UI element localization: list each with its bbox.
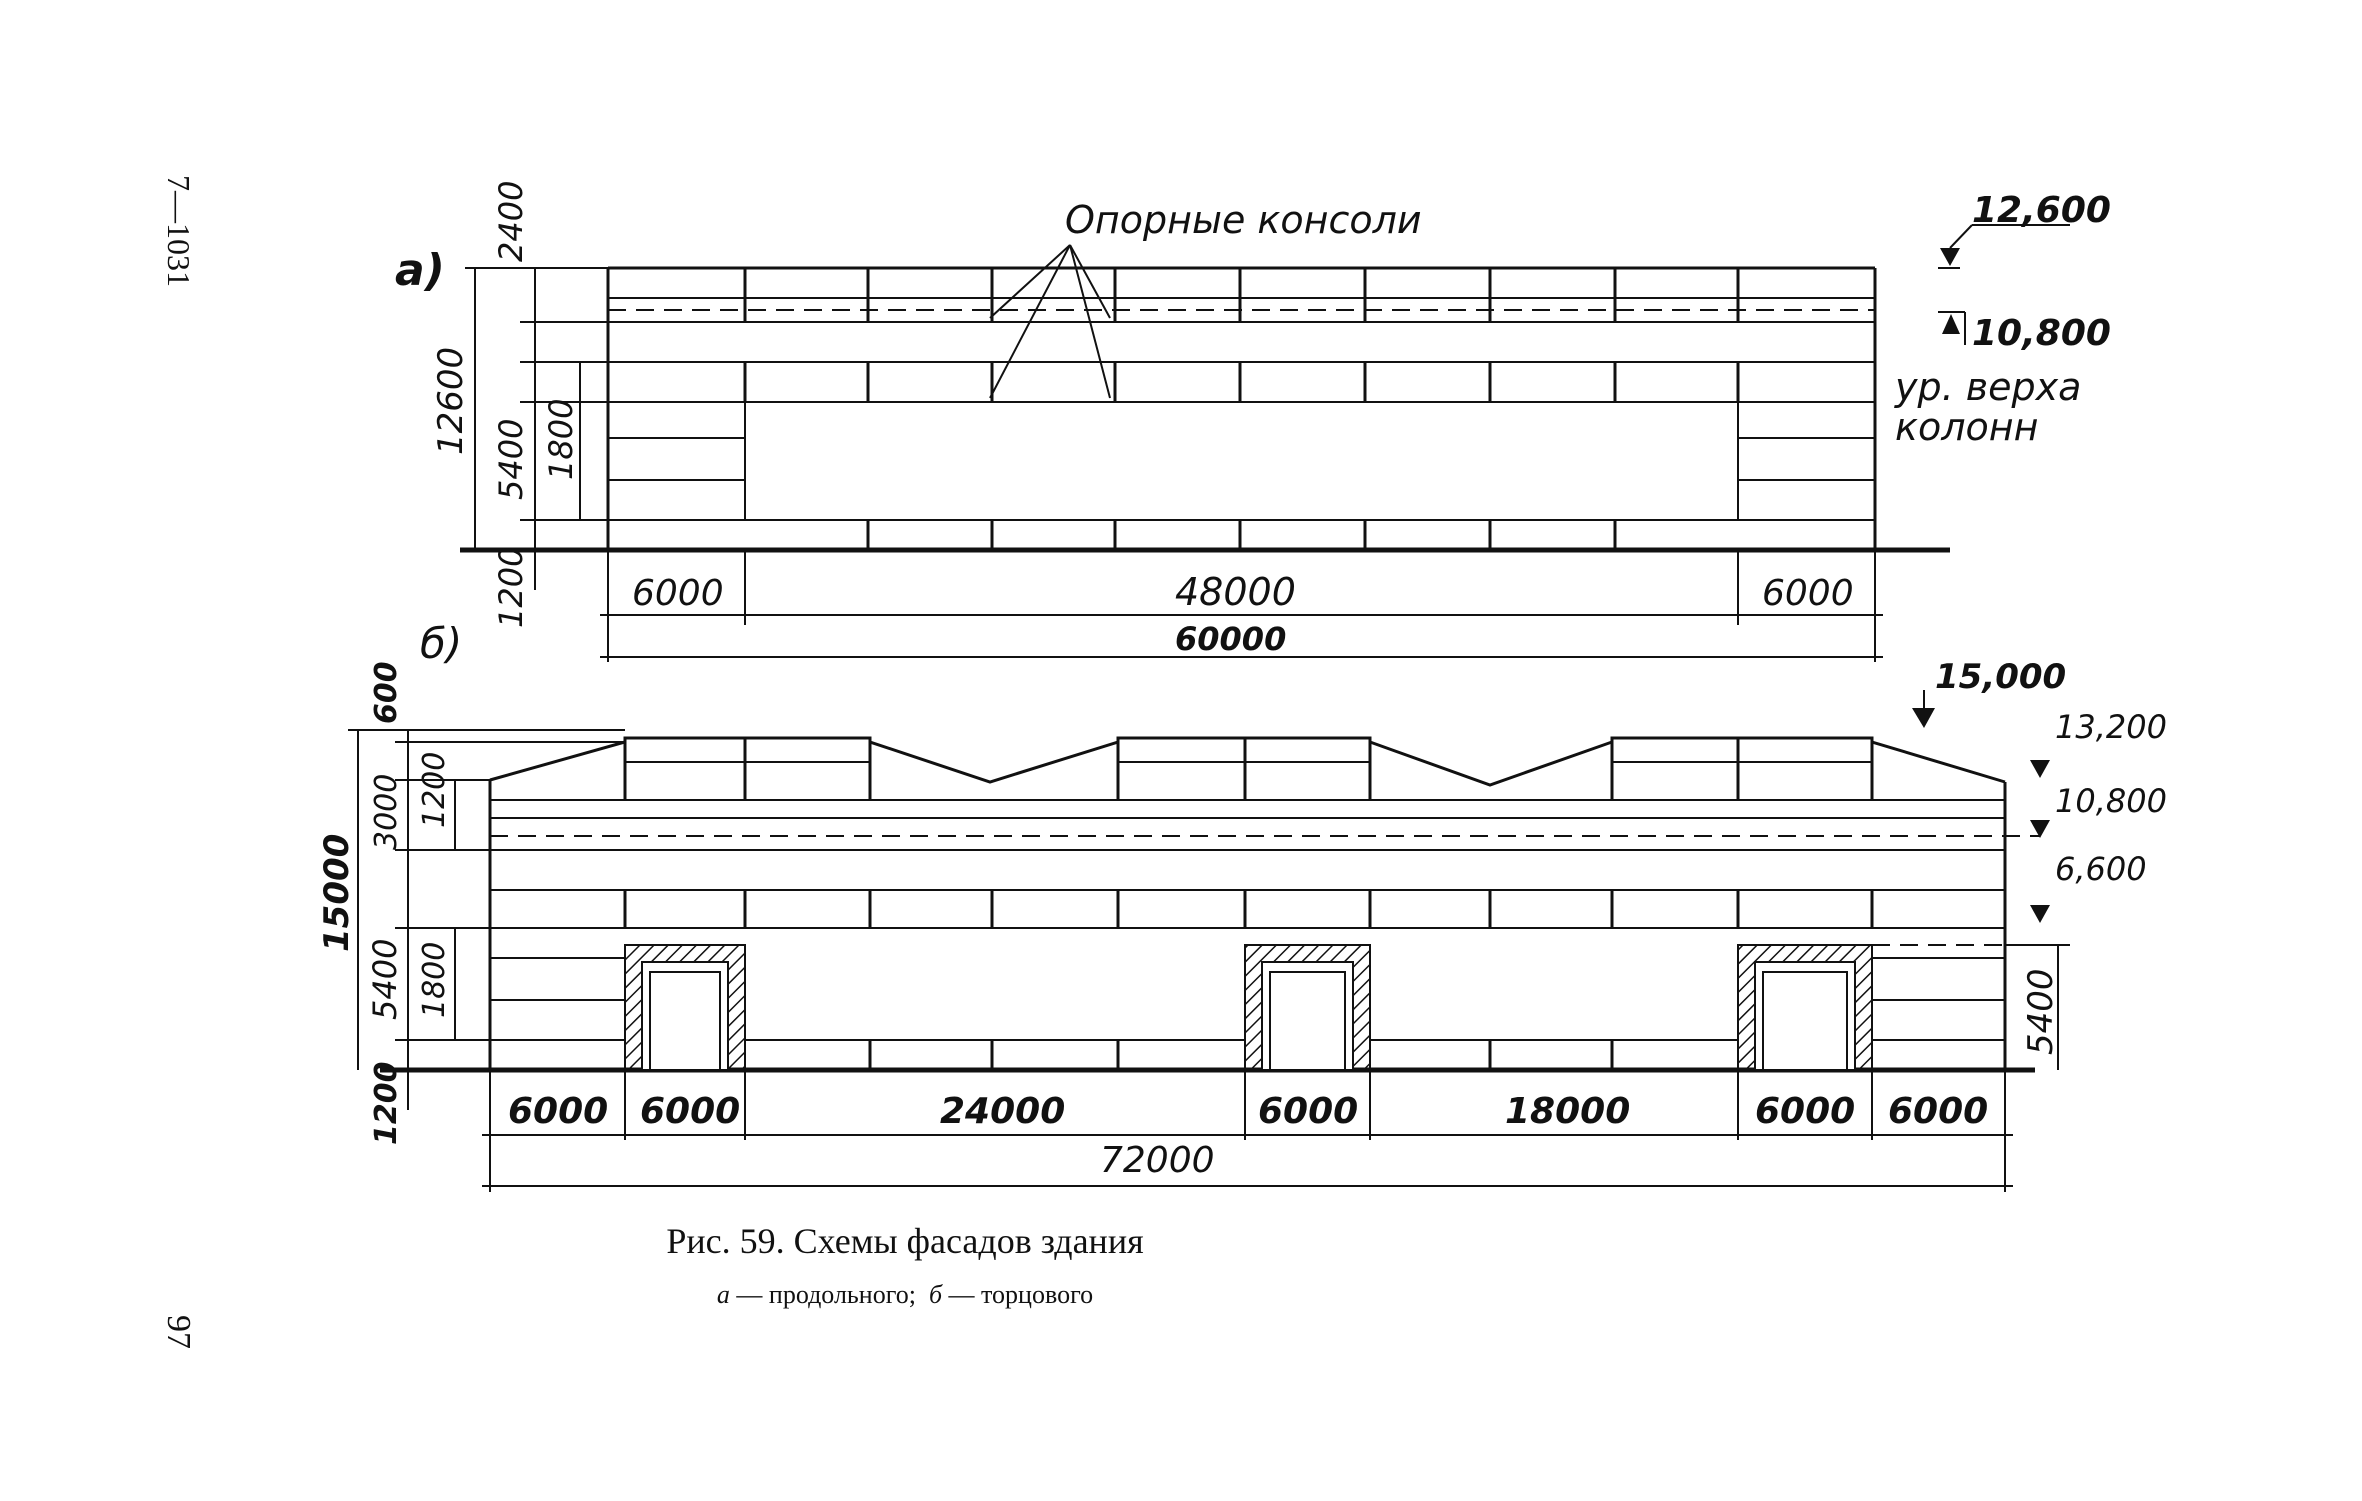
figure-subcaption: а — продольного; б — торцового (0, 1280, 1810, 1310)
dim-b-6000-2: 6000 (640, 1091, 740, 1132)
facade-a-levels: 12,600 10,800 ур. верха колонн (1894, 190, 2111, 449)
level-15000: 15,000 (1935, 657, 2066, 697)
dim-b-6000-1: 6000 (508, 1091, 608, 1132)
facade-b-right-dim-lines (2005, 944, 2070, 1070)
subcaption-b-letter: б (928, 1280, 943, 1309)
dim-a-6000-left: 6000 (632, 573, 724, 614)
dim-b-3000: 3000 (369, 774, 404, 850)
dim-b-600: 600 (369, 661, 404, 724)
gate-1 (624, 944, 746, 1071)
subcaption-b-text: — торцового (942, 1280, 1094, 1309)
dim-b-5400-right: 5400 (2021, 968, 2061, 1055)
facade-b-panel-bands (490, 761, 2005, 1041)
facade-a-horizontal-dim-lines (600, 550, 1883, 662)
dim-a-60000: 60000 (1175, 620, 1286, 658)
level-13200: 13,200 (2055, 708, 2167, 746)
column-top-label-1: ур. верха (1894, 365, 2081, 409)
facade-b-levels: 15,000 13,200 10,800 6,600 (1912, 657, 2167, 923)
level-12600: 12,600 (1972, 190, 2111, 231)
subcaption-a-text: — продольного; (729, 1280, 929, 1309)
gate-3 (1737, 944, 1873, 1071)
dim-a-2400: 2400 (492, 181, 530, 262)
facade-b-left-dim-lines (348, 729, 625, 1110)
dim-b-72000: 72000 (1100, 1140, 1215, 1181)
dim-a-5400: 5400 (492, 419, 530, 500)
support-consoles-label: Опорные консоли (1065, 198, 1422, 242)
dim-a-48000: 48000 (1175, 570, 1296, 614)
dim-b-18000: 18000 (1505, 1091, 1630, 1132)
dim-b-24000: 24000 (940, 1091, 1065, 1132)
gate-2 (1244, 944, 1371, 1071)
dim-b-6000-4: 6000 (1755, 1091, 1855, 1132)
level-10800-b: 10,800 (2055, 782, 2167, 820)
facade-a: а) (395, 181, 2111, 662)
dim-b-1200-top: 1200 (417, 752, 452, 828)
facade-a-columns (743, 268, 1740, 550)
figure-caption: Рис. 59. Схемы фасадов здания (666, 1221, 1144, 1261)
level-6600: 6,600 (2055, 850, 2147, 888)
facade-b-horizontal-dim-lines (482, 1070, 2013, 1192)
level-10800: 10,800 (1972, 313, 2111, 354)
facade-a-label: а) (395, 245, 445, 296)
facade-b-columns (623, 890, 1874, 1070)
dim-b-15000: 15000 (317, 834, 357, 952)
dim-a-1800: 1800 (542, 399, 580, 480)
facade-a-vertical-dim-lines (465, 267, 608, 590)
column-top-label-2: колонн (1895, 405, 2038, 449)
facade-b-label: б) (420, 619, 462, 668)
subcaption-a-letter: а (716, 1280, 730, 1309)
dim-b-1800: 1800 (417, 942, 452, 1018)
dim-a-1200: 1200 (492, 547, 530, 628)
facade-a-panel-bands (608, 297, 1875, 521)
dim-a-12600: 12600 (431, 347, 471, 455)
dim-b-1200-base: 1200 (369, 1062, 404, 1146)
facade-b-gates (624, 944, 1873, 1071)
facade-b: б) (317, 619, 2167, 1192)
page-number: 97 (160, 1315, 197, 1349)
dim-b-6000-5: 6000 (1888, 1091, 1988, 1132)
dim-a-6000-right: 6000 (1762, 573, 1854, 614)
series-code: 7—1031 (161, 175, 197, 287)
dim-b-6000-3: 6000 (1258, 1091, 1358, 1132)
dim-b-5400: 5400 (366, 939, 404, 1020)
support-consoles-leaders (989, 244, 1111, 399)
